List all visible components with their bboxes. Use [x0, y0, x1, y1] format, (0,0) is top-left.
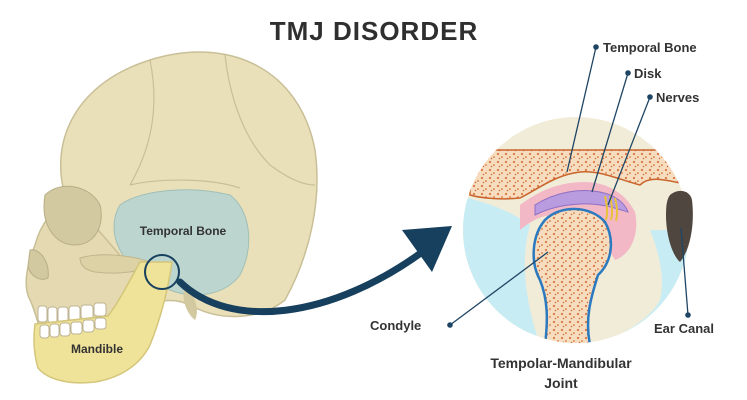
- lower-teeth: [39, 317, 107, 339]
- leader-dots: [447, 44, 691, 328]
- joint-detail: [463, 117, 693, 343]
- nasal-cavity: [27, 249, 49, 280]
- joint-caption-line2: Joint: [544, 375, 578, 391]
- zoom-arrow: [176, 246, 429, 316]
- ear-canal-shape: [666, 190, 693, 262]
- skull-illustration: [25, 51, 318, 384]
- joint-caption-line1: Tempolar-Mandibular: [490, 355, 632, 371]
- disk-label: Disk: [634, 66, 662, 81]
- joint-highlight-circle: [144, 254, 180, 290]
- temporal-bone-section: [469, 149, 689, 200]
- zygomatic-arch: [79, 254, 151, 274]
- eye-socket: [43, 185, 102, 246]
- skull-temporal-bone-label: Temporal Bone: [140, 224, 227, 238]
- zoom-arrow-head: [402, 226, 452, 272]
- nerves-label: Nerves: [656, 90, 699, 105]
- mandible-label: Mandible: [71, 342, 123, 356]
- condyle-label: Condyle: [370, 318, 421, 333]
- diagram-title: TMJ DISORDER: [270, 16, 478, 46]
- ear-canal-label: Ear Canal: [654, 321, 714, 336]
- temporal-bone-label: Temporal Bone: [603, 40, 697, 55]
- leader-lines: [449, 46, 689, 326]
- condyle-section: [532, 207, 613, 343]
